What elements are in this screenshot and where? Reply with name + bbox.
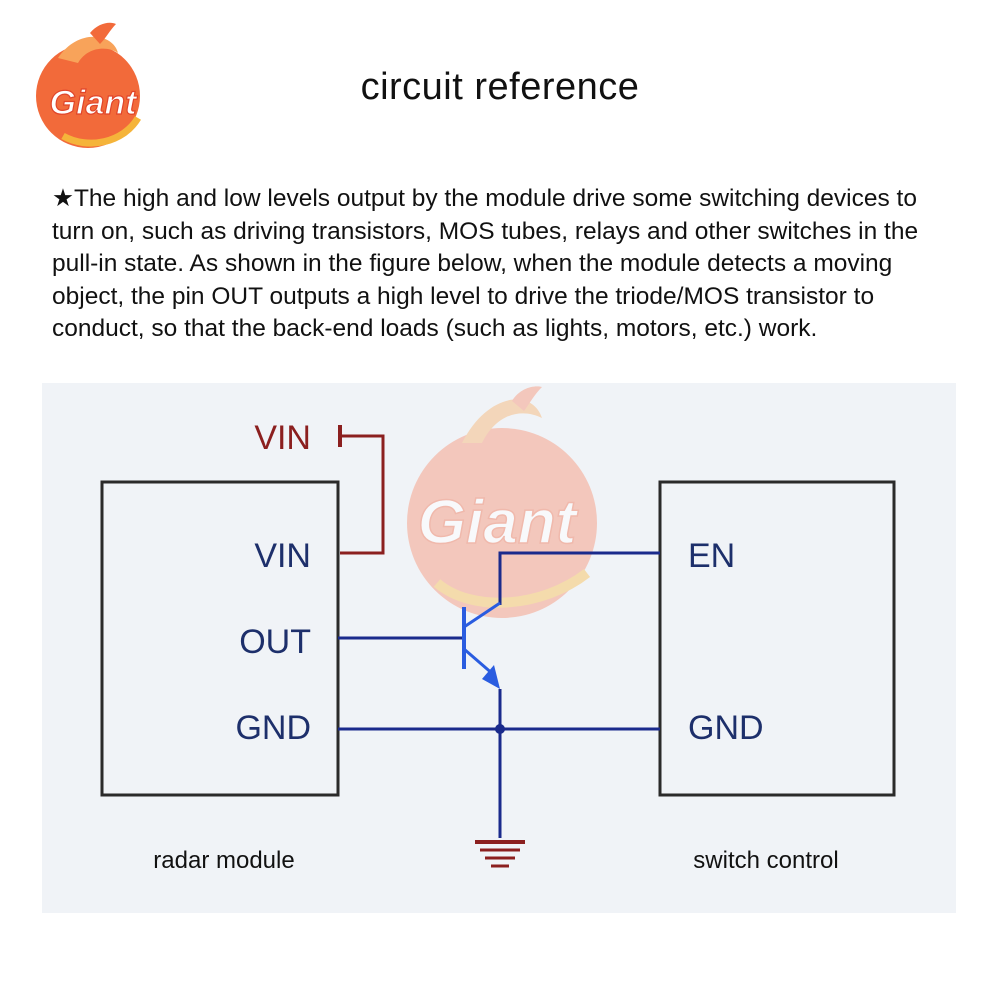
description-paragraph: ★The high and low levels output by the m… [52, 183, 962, 346]
switch-control-caption: switch control [693, 847, 838, 874]
switch-control-box [658, 480, 896, 797]
emitter-arrow-icon [482, 665, 500, 689]
junction-dot [495, 724, 505, 734]
watermark-logo: Giant [407, 386, 597, 618]
vin-wire [340, 434, 385, 555]
circuit-diagram: Giant VIN VIN OUT GND EN GND [42, 383, 956, 913]
star-icon: ★ [52, 185, 74, 212]
supply-vin-label: VIN [254, 419, 311, 457]
logo-fish-tail [58, 36, 118, 63]
npn-transistor [462, 601, 501, 689]
logo-swoosh [61, 116, 141, 147]
en-wire [498, 551, 660, 605]
logo-circle [36, 44, 140, 148]
page-title: circuit reference [360, 66, 640, 108]
radar-pin-gnd: GND [235, 709, 311, 747]
description-text: The high and low levels output by the mo… [52, 185, 919, 342]
logo-fin [90, 22, 116, 44]
switch-pin-gnd: GND [688, 709, 764, 747]
giant-logo: Giant [36, 22, 141, 148]
logo-text: Giant [50, 84, 139, 122]
watermark-text: Giant [418, 488, 579, 557]
switch-pin-en: EN [688, 537, 735, 575]
radar-pin-out: OUT [239, 623, 311, 661]
radar-module-caption: radar module [153, 847, 294, 874]
ground-icon [475, 840, 525, 868]
radar-pin-vin: VIN [254, 537, 311, 575]
